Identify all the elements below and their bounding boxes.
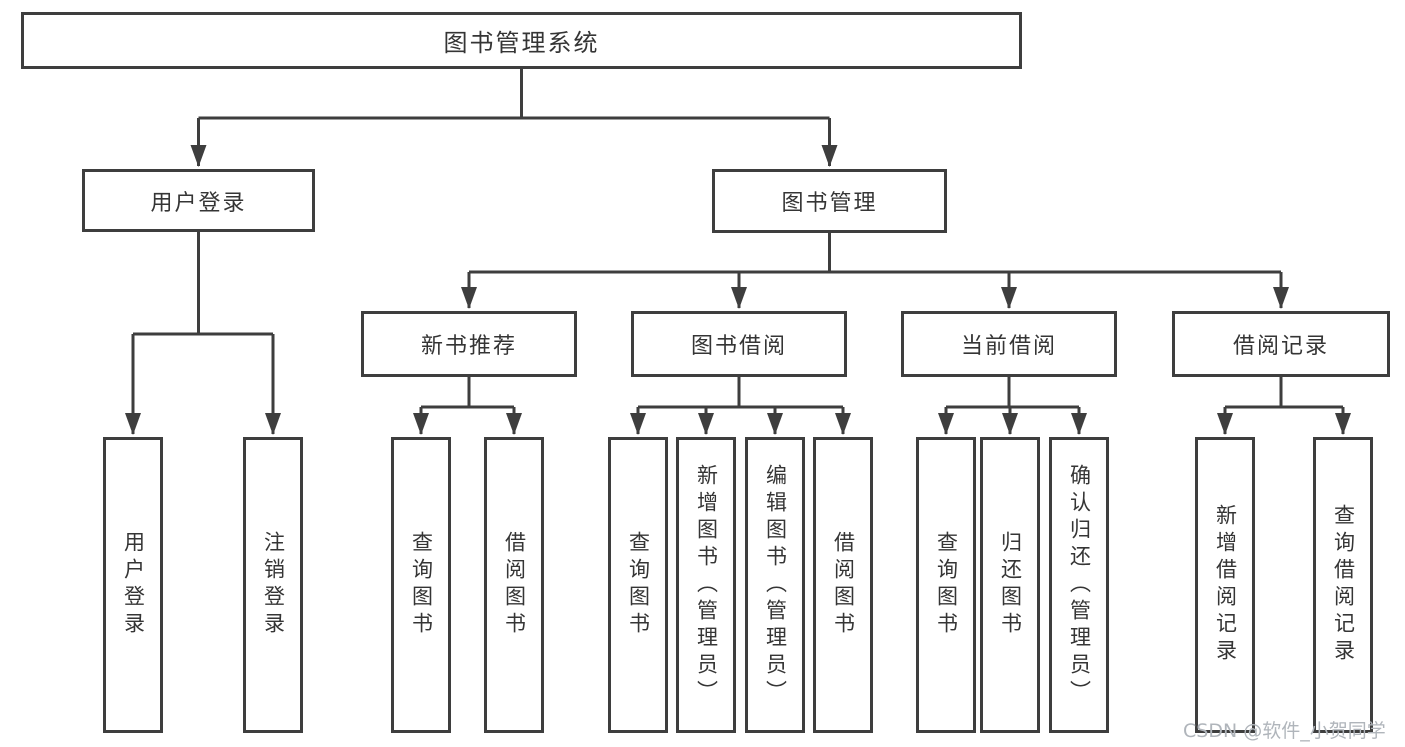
node-new-book-recommend: 新书推荐 bbox=[361, 311, 577, 377]
leaf-query-books-borrow: 查询图书 bbox=[608, 437, 668, 733]
leaf-label: 归还图书 bbox=[998, 531, 1023, 639]
leaf-return-books: 归还图书 bbox=[980, 437, 1040, 733]
leaf-label: 注销登录 bbox=[261, 531, 286, 639]
leaf-label: 新增借阅记录 bbox=[1213, 504, 1238, 666]
leaf-query-borrow-record: 查询借阅记录 bbox=[1313, 437, 1373, 733]
leaf-label: 查询图书 bbox=[409, 531, 434, 639]
leaf-user-login: 用户登录 bbox=[103, 437, 163, 733]
leaf-logout: 注销登录 bbox=[243, 437, 303, 733]
csdn-watermark: CSDN @软件_小贺同学 bbox=[1183, 720, 1386, 742]
leaf-query-books-current: 查询图书 bbox=[916, 437, 976, 733]
leaf-label: 用户登录 bbox=[121, 531, 146, 639]
leaf-label: 查询图书 bbox=[626, 531, 651, 639]
node-book-borrow: 图书借阅 bbox=[631, 311, 847, 377]
leaf-label: 编辑图书（管理员） bbox=[763, 463, 788, 707]
node-user-login: 用户登录 bbox=[82, 169, 315, 232]
leaf-label: 新增图书（管理员） bbox=[694, 463, 719, 707]
leaf-query-books-recommend: 查询图书 bbox=[391, 437, 451, 733]
node-library-system: 图书管理系统 bbox=[21, 12, 1022, 69]
leaf-add-books-admin: 新增图书（管理员） bbox=[676, 437, 736, 733]
leaf-borrow-books-recommend: 借阅图书 bbox=[484, 437, 544, 733]
leaf-borrow-books: 借阅图书 bbox=[813, 437, 873, 733]
leaf-add-borrow-record: 新增借阅记录 bbox=[1195, 437, 1255, 733]
leaf-label: 查询借阅记录 bbox=[1331, 504, 1356, 666]
leaf-label: 查询图书 bbox=[934, 531, 959, 639]
node-current-borrow: 当前借阅 bbox=[901, 311, 1117, 377]
node-borrow-records: 借阅记录 bbox=[1172, 311, 1390, 377]
leaf-edit-books-admin: 编辑图书（管理员） bbox=[745, 437, 805, 733]
leaf-label: 借阅图书 bbox=[502, 531, 527, 639]
node-book-management: 图书管理 bbox=[712, 169, 947, 233]
leaf-label: 借阅图书 bbox=[831, 531, 856, 639]
leaf-confirm-return-admin: 确认归还（管理员） bbox=[1049, 437, 1109, 733]
leaf-label: 确认归还（管理员） bbox=[1067, 463, 1092, 707]
